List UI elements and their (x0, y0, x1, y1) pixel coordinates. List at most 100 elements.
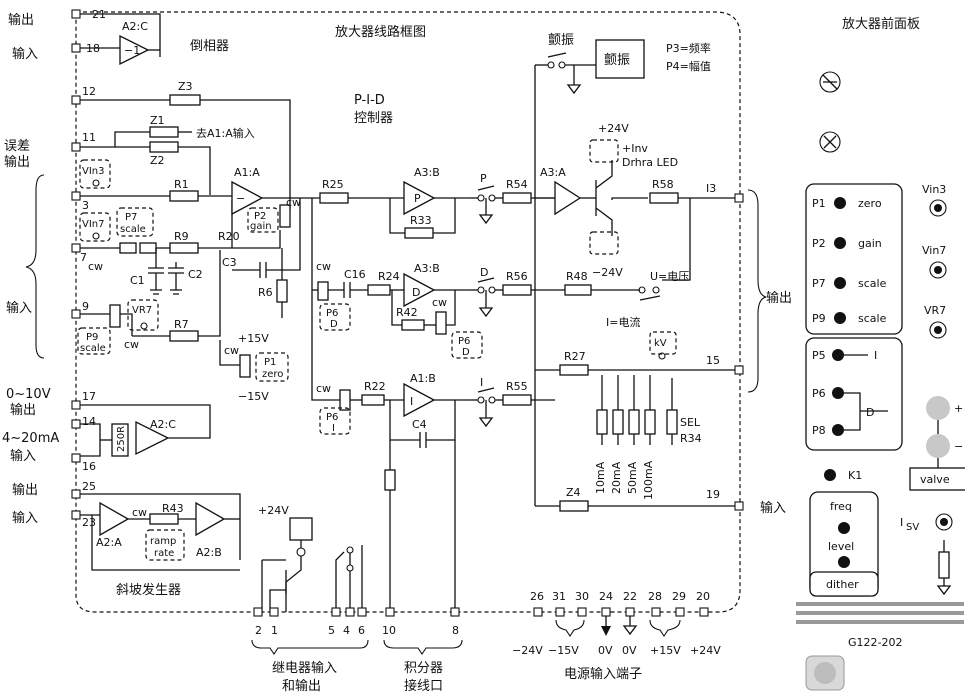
p1-label: P1 (264, 357, 276, 368)
panel-minus: − (954, 440, 963, 453)
r1-label: R1 (174, 178, 189, 191)
label-marange-2: 输入 (10, 448, 36, 464)
integrator-brace (383, 639, 463, 655)
panel-dither: dither (826, 578, 859, 591)
p2-sub-label: gain (250, 221, 272, 232)
pin-23: 23 (82, 516, 96, 529)
integrator-group-1: 积分器 (404, 661, 443, 676)
switch-p-label: P (480, 172, 487, 185)
current-100ma: 100mA (642, 460, 655, 500)
a2c-top-label: A2:C (122, 20, 148, 33)
p2-label: P2 (254, 211, 266, 222)
m24v-label: −24V (592, 266, 623, 279)
bpin-6: 6 (358, 624, 365, 637)
dither-switch-label: 颤振 (548, 33, 574, 48)
cw-label-2: cw (124, 338, 139, 351)
p-block-label: P (414, 192, 421, 205)
c2-label: C2 (188, 268, 203, 281)
bottom-pins (253, 607, 709, 617)
label-out2: 输出 (12, 482, 38, 498)
relay-section (261, 517, 363, 612)
z-network (80, 94, 291, 210)
power-ground (622, 616, 638, 636)
pin-17: 17 (82, 390, 96, 403)
pid-label-2: 控制器 (354, 111, 393, 126)
panel-isv-sub: SV (906, 522, 919, 533)
z2-label: Z2 (150, 154, 165, 167)
c16-label: C16 (344, 268, 366, 281)
cw-label-6: cw (432, 296, 447, 309)
power-label-0v-a: 0V (598, 644, 613, 657)
panel-level: level (828, 540, 854, 553)
power-label-m24: −24V (512, 644, 543, 657)
r9-label: R9 (174, 230, 189, 243)
a1b-label: A1:B (410, 372, 436, 385)
knob-p7: P7 (812, 277, 826, 290)
current-50ma: 50mA (626, 461, 639, 494)
c1-c2-caps (148, 248, 184, 295)
cw-label-4: cw (224, 344, 239, 357)
a1b-i-amp (319, 382, 555, 612)
socket-vr7: VR7 (924, 304, 946, 317)
p6-i-label: P6 (326, 412, 338, 423)
sel-label: SEL (680, 416, 701, 429)
amp-note: P4=幅值 (666, 60, 711, 73)
r25-label: R25 (322, 178, 344, 191)
power-arrow-0v-head (601, 626, 611, 636)
power-label-p15: +15V (650, 644, 681, 657)
panel-freq: freq (830, 500, 852, 513)
z4-label: Z4 (566, 486, 581, 499)
go-a1a-label: 去A1:A输入 (196, 126, 255, 140)
power-label-0v-b: 0V (622, 644, 637, 657)
a2b-label: A2:B (196, 546, 222, 559)
cw-label-5: cw (316, 260, 331, 273)
m15v-label: −15V (238, 390, 269, 403)
drhra-led-label: Drhra LED (622, 156, 678, 169)
power-group-label: 电源输入端子 (564, 666, 642, 682)
bpin-22: 22 (623, 590, 637, 603)
cw-label-7: cw (316, 382, 331, 395)
switch-d-label: D (480, 266, 488, 279)
switch-i-label: I (480, 376, 483, 389)
label-in2: 输入 (12, 510, 38, 526)
bpin-28: 28 (648, 590, 662, 603)
panel-p5: P5 (812, 349, 826, 362)
input-pots (77, 159, 233, 355)
u-switch (638, 286, 661, 301)
r34-label: R34 (680, 432, 702, 445)
a3b-p-amp (389, 180, 555, 239)
relay-group-1: 继电器输入 (272, 660, 337, 676)
r20-label: R20 (218, 230, 240, 243)
current-10ma: 10mA (594, 461, 607, 494)
knob-p2-name: gain (858, 237, 882, 250)
integrator-group-2: 接线口 (404, 678, 443, 694)
bpin-1: 1 (271, 624, 278, 637)
output-brace (747, 189, 767, 393)
bpin-26: 26 (530, 590, 544, 603)
inverter-block (80, 13, 161, 66)
pin-16: 16 (82, 460, 96, 473)
250r-label: 250R (116, 426, 127, 452)
label-input-mid: 输入 (6, 300, 32, 316)
panel-isv: I (900, 516, 903, 529)
vr7-label: VR7 (132, 305, 152, 316)
a1a-label: A1:A (234, 166, 260, 179)
a3a-output (535, 139, 735, 281)
pid-bus (300, 192, 404, 401)
r24-label: R24 (378, 270, 400, 283)
knob-p9-name: scale (858, 312, 887, 325)
right-output-label: 输出 (766, 290, 792, 306)
panel-k1: K1 (848, 469, 862, 482)
pin-12: 12 (82, 85, 96, 98)
label-vrange-2: 输出 (10, 402, 36, 418)
pin-19-label: 19 (706, 488, 720, 501)
panel-valve: valve (920, 473, 950, 486)
vin7-label: VIn7 (82, 219, 105, 230)
panel-p6: P6 (812, 387, 826, 400)
a1a-amp (231, 180, 301, 318)
p6-i-sub: I (332, 423, 335, 434)
bpin-10: 10 (382, 624, 396, 637)
knob-p2: P2 (812, 237, 826, 250)
socket-vin7: Vin7 (922, 244, 946, 257)
a2c-lower (80, 404, 211, 457)
